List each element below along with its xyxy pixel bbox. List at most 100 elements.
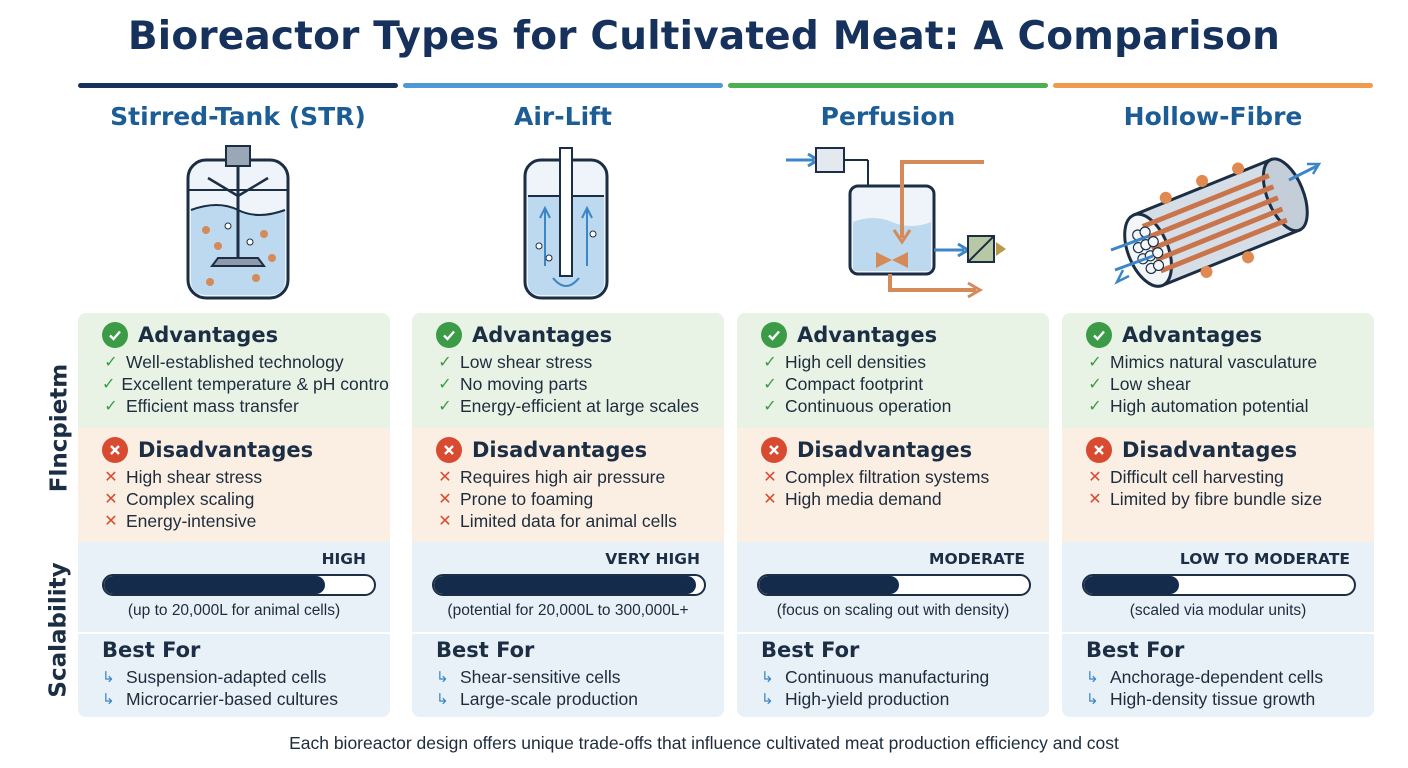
check-icon: ✓ [1088, 398, 1102, 415]
x-circle-icon [436, 437, 462, 463]
return-arrow-icon: ↳ [436, 691, 449, 708]
list-item: ✓High automation potential [1086, 395, 1374, 417]
advantages-section: Advantages ✓Low shear stress ✓No moving … [412, 313, 724, 428]
check-icon: ✓ [763, 398, 777, 415]
list-item: ✕High shear stress [102, 466, 390, 488]
list-item: ✓Low shear [1086, 373, 1374, 395]
scalability-bar [102, 574, 376, 596]
list-item: ✕Requires high air pressure [436, 466, 724, 488]
list-item: ↳Continuous manufacturing [761, 666, 990, 687]
disadvantages-heading: Disadvantages [472, 438, 648, 462]
best-for-heading: Best For [761, 638, 860, 662]
hollow-fibre-icon [1053, 138, 1373, 308]
accent-bar-1 [78, 83, 398, 88]
x-icon: ✕ [438, 469, 452, 486]
x-icon: ✕ [1088, 469, 1102, 486]
divider [78, 632, 390, 634]
list-item: ✓No moving parts [436, 373, 724, 395]
check-icon: ✓ [102, 376, 116, 393]
page-title: Bioreactor Types for Cultivated Meat: A … [127, 14, 1281, 59]
advantages-section: Advantages ✓Mimics natural vasculature ✓… [1062, 313, 1374, 428]
x-icon: ✕ [438, 491, 452, 508]
list-item: ✓Mimics natural vasculature [1086, 351, 1374, 373]
best-for-heading: Best For [102, 638, 201, 662]
x-icon: ✕ [763, 491, 777, 508]
scalability-section: VERY HIGH (potential for 20,000L to 300,… [412, 542, 724, 717]
scalability-bar [432, 574, 706, 596]
best-for-heading: Best For [1086, 638, 1185, 662]
best-for-list: ↳Suspension-adapted cells ↳Microcarrier-… [102, 666, 338, 710]
scalability-section: HIGH (up to 20,000L for animal cells) Be… [78, 542, 390, 717]
list-item: ✓Well-established technology [102, 351, 390, 373]
check-circle-icon [102, 322, 128, 348]
best-for-list: ↳Continuous manufacturing ↳High-yield pr… [761, 666, 989, 710]
disadvantages-section: Disadvantages ✕Requires high air pressur… [412, 428, 724, 542]
advantages-heading: Advantages [138, 323, 279, 347]
scalability-bar-fill [1084, 576, 1179, 594]
x-circle-icon [102, 437, 128, 463]
column-air-lift: Advantages ✓Low shear stress ✓No moving … [412, 313, 724, 717]
scalability-note: (potential for 20,000L to 300,000L+ [447, 602, 689, 619]
disadvantages-heading: Disadvantages [1122, 438, 1298, 462]
list-item: ✓Compact footprint [761, 373, 1049, 395]
divider [737, 632, 1049, 634]
return-arrow-icon: ↳ [761, 669, 774, 686]
list-item: ✓Continuous operation [761, 395, 1049, 417]
scalability-note: (focus on scaling out with density) [776, 602, 1010, 619]
check-icon: ✓ [104, 354, 118, 371]
check-circle-icon [436, 322, 462, 348]
check-icon: ✓ [438, 376, 452, 393]
x-circle-icon [761, 437, 787, 463]
perfusion-icon [728, 138, 1048, 308]
check-icon: ✓ [763, 354, 777, 371]
list-item: ✕Complex filtration systems [761, 466, 1049, 488]
scalability-section: MODERATE (focus on scaling out with dens… [737, 542, 1049, 717]
accent-bar-4 [1053, 83, 1373, 88]
column-hollow-fibre: Advantages ✓Mimics natural vasculature ✓… [1062, 313, 1374, 717]
best-for-heading: Best For [436, 638, 535, 662]
column-heading-air-lift: Air-Lift [514, 102, 612, 131]
scalability-label: VERY HIGH [605, 550, 700, 568]
return-arrow-icon: ↳ [102, 669, 115, 686]
list-item: ✕Difficult cell harvesting [1086, 466, 1374, 488]
scalability-bar-fill [759, 576, 900, 594]
column-heading-stirred-tank: Stirred-Tank (STR) [110, 102, 366, 131]
best-for-list: ↳Shear-sensitive cells ↳Large-scale prod… [436, 666, 638, 710]
check-icon: ✓ [438, 398, 452, 415]
best-for-list: ↳Anchorage-dependent cells ↳High-density… [1086, 666, 1323, 710]
advantages-section: Advantages ✓High cell densities ✓Compact… [737, 313, 1049, 428]
scalability-label: MODERATE [929, 550, 1025, 568]
list-item: ✓Low shear stress [436, 351, 724, 373]
check-icon: ✓ [104, 398, 118, 415]
divider [1062, 632, 1374, 634]
x-icon: ✕ [763, 469, 777, 486]
list-item: ✓Excellent temperature & pH control [102, 373, 390, 394]
x-icon: ✕ [438, 513, 452, 530]
list-item: ✕Complex scaling [102, 488, 390, 510]
list-item: ↳High-yield production [761, 688, 950, 709]
list-item: ✓Efficient mass transfer [102, 395, 390, 417]
row-label-properties: Flncpietm [46, 363, 73, 492]
column-heading-perfusion: Perfusion [820, 102, 956, 131]
row-label-scalability: Scalability [46, 561, 73, 698]
return-arrow-icon: ↳ [436, 669, 449, 686]
column-heading-hollow-fibre: Hollow-Fibre [1123, 102, 1303, 131]
check-icon: ✓ [1088, 376, 1102, 393]
advantages-heading: Advantages [1122, 323, 1263, 347]
scalability-note: (up to 20,000L for animal cells) [127, 602, 341, 619]
advantages-heading: Advantages [472, 323, 613, 347]
advantages-section: Advantages ✓Well-established technology … [78, 313, 390, 428]
list-item: ↳Shear-sensitive cells [436, 666, 621, 687]
scalability-bar-fill [434, 576, 696, 594]
check-icon: ✓ [763, 376, 777, 393]
return-arrow-icon: ↳ [1086, 669, 1099, 686]
scalability-label: LOW TO MODERATE [1179, 550, 1350, 568]
list-item: ✕High media demand [761, 488, 1049, 510]
return-arrow-icon: ↳ [761, 691, 774, 708]
check-icon: ✓ [438, 354, 452, 371]
disadvantages-section: Disadvantages ✕High shear stress ✕Comple… [78, 428, 390, 542]
scalability-bar [1082, 574, 1356, 596]
list-item: ↳High-density tissue growth [1086, 688, 1316, 709]
disadvantages-heading: Disadvantages [138, 438, 314, 462]
disadvantages-section: Disadvantages ✕Complex filtration system… [737, 428, 1049, 542]
